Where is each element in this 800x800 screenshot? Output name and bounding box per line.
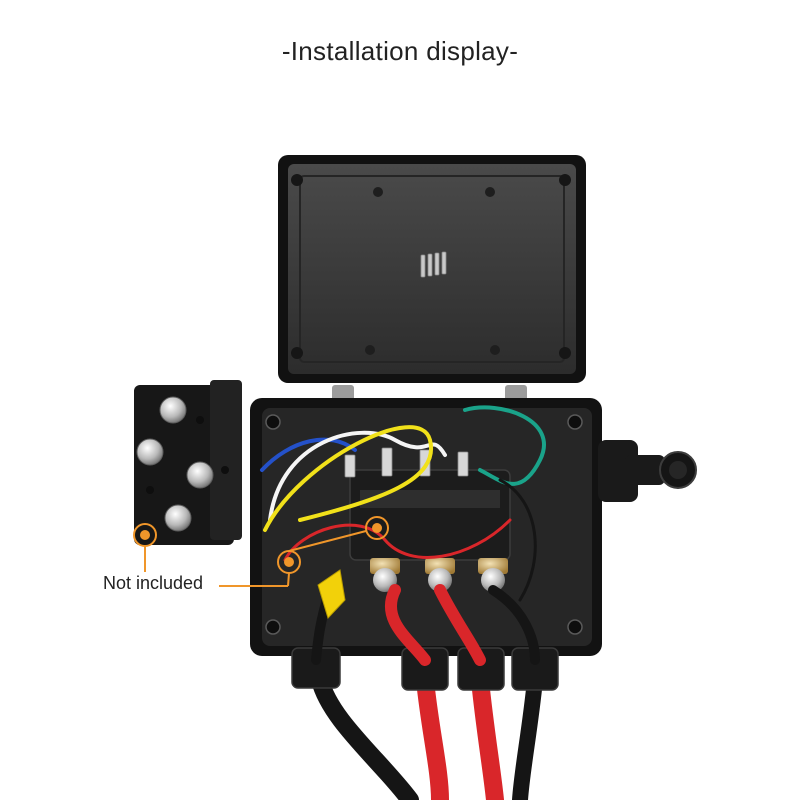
lid-screw-hole xyxy=(559,174,571,186)
not-included-label: Not included xyxy=(103,573,204,593)
page-title: -Installation display- xyxy=(281,36,519,66)
busbar-bracket xyxy=(134,380,242,545)
power-cables xyxy=(311,671,543,800)
terminal-boot xyxy=(317,569,346,619)
lid-screw-hole xyxy=(291,347,303,359)
control-wires xyxy=(260,405,546,602)
lid-screw-hole xyxy=(559,347,571,359)
not-included-callout xyxy=(133,516,389,587)
spare-screws xyxy=(420,251,447,278)
toggle-switch xyxy=(598,440,697,502)
cable-glands xyxy=(291,647,559,691)
lid-screw-hole xyxy=(291,174,303,186)
enclosure-lid xyxy=(278,155,586,383)
